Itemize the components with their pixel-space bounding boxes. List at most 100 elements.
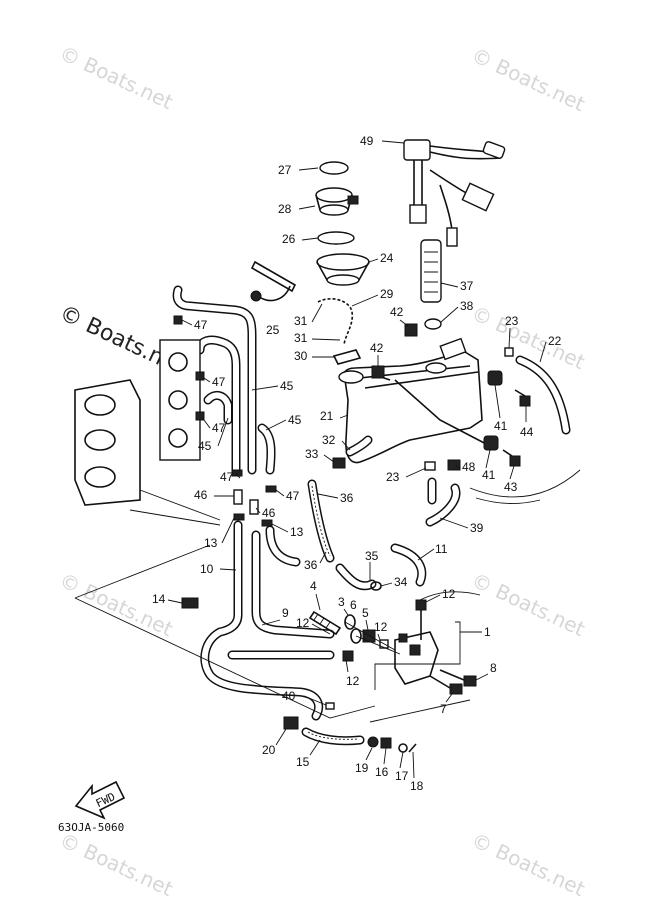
callout-32[interactable]: 32 [322,433,336,447]
callout-42[interactable]: 42 [370,341,384,355]
callout-43[interactable]: 43 [504,480,518,494]
callout-12[interactable]: 12 [346,674,360,688]
callout-9[interactable]: 9 [282,606,289,620]
assembly-guides [74,489,541,723]
callout-36[interactable]: 36 [340,491,354,505]
callout-12[interactable]: 12 [296,616,310,630]
hose [390,543,427,587]
callout-30[interactable]: 30 [294,349,308,363]
callout-10[interactable]: 10 [200,562,214,576]
damper [487,370,503,386]
damper [483,435,499,451]
band [317,231,355,245]
callout-13[interactable]: 13 [204,536,218,550]
callout-28[interactable]: 28 [278,202,292,216]
bolt [429,675,463,695]
watermark-text: © Boats.net [468,828,589,901]
clip [325,702,335,710]
callout-3[interactable]: 3 [338,595,345,609]
oil-level-gauge [403,139,506,247]
callout-31[interactable]: 31 [294,331,308,345]
callout-46[interactable]: 46 [262,506,276,520]
callout-37[interactable]: 37 [460,279,474,293]
washer [398,743,408,753]
callout-24[interactable]: 24 [380,251,394,265]
callout-49[interactable]: 49 [360,134,374,148]
callout-7[interactable]: 7 [440,702,447,716]
callout-45[interactable]: 45 [198,439,212,453]
callout-18[interactable]: 18 [410,779,424,793]
callout-12[interactable]: 12 [442,587,456,601]
callout-42[interactable]: 42 [390,305,404,319]
bolt [439,669,477,687]
callout-38[interactable]: 38 [460,299,474,313]
watermark-text: © Boats.net [56,41,177,114]
callout-45[interactable]: 45 [288,413,302,427]
callout-34[interactable]: 34 [394,575,408,589]
callout-16[interactable]: 16 [375,765,389,779]
oil-filter [308,610,342,636]
callout-8[interactable]: 8 [490,661,497,675]
breather-hose [515,355,571,435]
callout-25[interactable]: 25 [266,323,280,337]
callout-22[interactable]: 22 [548,334,562,348]
callout-6[interactable]: 6 [350,598,357,612]
callout-15[interactable]: 15 [296,755,310,769]
guide-line [469,469,581,498]
callout-13[interactable]: 13 [290,525,304,539]
callout-20[interactable]: 20 [262,743,276,757]
callout-41[interactable]: 41 [494,419,508,433]
callout-45[interactable]: 45 [280,379,294,393]
callout-44[interactable]: 44 [520,425,534,439]
callout-12[interactable]: 12 [374,620,388,634]
callout-31[interactable]: 31 [294,314,308,328]
callout-47[interactable]: 47 [220,470,234,484]
callout-23[interactable]: 23 [386,470,400,484]
grommet [424,318,442,330]
hose-connector [332,435,373,469]
clip [342,650,354,662]
callout-35[interactable]: 35 [365,549,379,563]
callout-36[interactable]: 36 [304,558,318,572]
callout-26[interactable]: 26 [282,232,296,246]
hose [425,477,461,527]
intake-manifold [74,379,141,506]
callout-47[interactable]: 47 [286,489,300,503]
washer [367,736,379,748]
callout-17[interactable]: 17 [395,769,409,783]
joint [447,459,461,471]
callout-39[interactable]: 39 [470,521,484,535]
callout-23[interactable]: 23 [505,314,519,328]
callout-11[interactable]: 11 [435,542,448,556]
callout-29[interactable]: 29 [380,287,394,301]
fitting [283,716,299,730]
callout-27[interactable]: 27 [278,163,292,177]
callout-48[interactable]: 48 [462,460,476,474]
callout-47[interactable]: 47 [194,318,208,332]
oil-tank [338,337,491,464]
parts-artwork: FWD 63OJA-5060 [58,139,581,834]
callout-47[interactable]: 47 [212,375,226,389]
callout-46[interactable]: 46 [194,488,208,502]
callout-47[interactable]: 47 [212,421,226,435]
seal [362,629,376,643]
assembly-bracket [374,621,461,690]
hose [172,285,276,475]
callout-5[interactable]: 5 [362,606,369,620]
seal-ring [319,161,349,175]
fwd-arrow: FWD [74,780,126,820]
fwd-label: FWD [94,790,118,810]
hose-clips [173,315,277,527]
callout-40[interactable]: 40 [282,689,296,703]
callout-14[interactable]: 14 [152,592,166,606]
cotter-pin [408,743,417,753]
bolt [502,449,521,467]
callout-33[interactable]: 33 [305,447,319,461]
bolt [514,389,531,407]
callout-41[interactable]: 41 [482,468,496,482]
callout-layer: 49 27 28 26 24 37 29 25 31 31 30 42 38 2… [152,134,562,793]
callout-1[interactable]: 1 [484,625,491,639]
callout-4[interactable]: 4 [310,579,317,593]
callout-21[interactable]: 21 [320,409,334,423]
callout-19[interactable]: 19 [355,761,369,775]
